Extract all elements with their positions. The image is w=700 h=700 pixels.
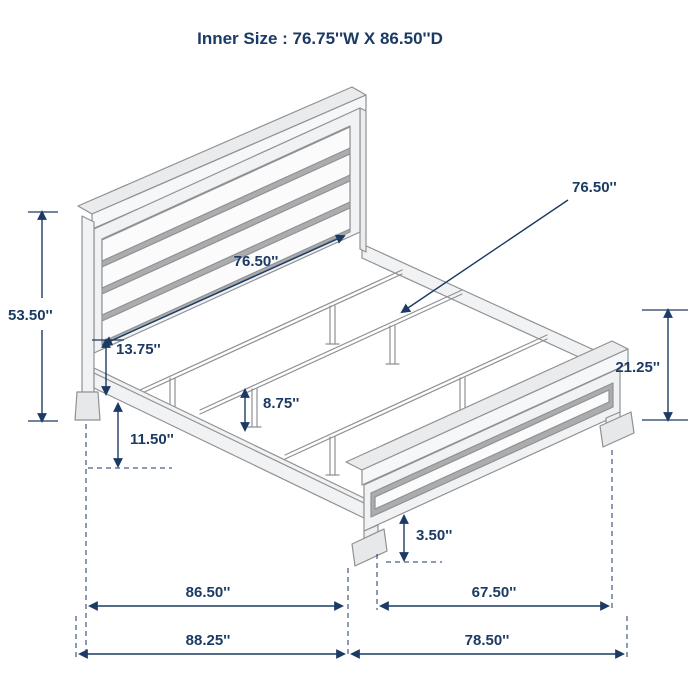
dim-overall-width: 78.50'': [350, 632, 625, 659]
dim-support-leg-height: 8.75'': [240, 388, 299, 432]
dim-label-footboard-foot-height: 3.50'': [416, 527, 452, 544]
far-side-rail: [361, 243, 617, 375]
dim-overall-depth: 88.25'': [78, 632, 346, 659]
dim-label-support-leg-height: 8.75'': [263, 395, 299, 412]
dim-headboard-inner-width: 76.50'': [102, 234, 346, 346]
dim-label-headboard-inner-width: 76.50'': [234, 253, 279, 270]
extension-lines: [75, 424, 628, 658]
dim-label-headboard-height: 53.50'': [8, 307, 53, 324]
dim-footboard-foot-height: 3.50'': [386, 514, 452, 563]
dim-label-headboard-rail-gap: 13.75'': [116, 341, 161, 358]
dim-footboard-section-width: 67.50'': [379, 584, 610, 611]
dim-headboard-rail-gap: 13.75'': [92, 338, 161, 396]
dim-label-inner-width-callout: 76.50'': [572, 179, 617, 196]
dim-inner-width-callout: 76.50'': [400, 179, 617, 314]
dim-label-footboard-section-width: 67.50'': [472, 584, 517, 601]
dim-label-inner-rail-length: 86.50'': [186, 584, 231, 601]
page-title: Inner Size : 76.75''W X 86.50''D: [197, 29, 443, 48]
dim-footboard-height: 21.25'': [615, 308, 688, 422]
dim-inner-rail-length: 86.50'': [88, 584, 344, 611]
dim-label-footboard-height: 21.25'': [615, 359, 660, 376]
footboard: [345, 340, 635, 567]
dim-label-overall-depth: 88.25'': [186, 632, 231, 649]
dim-label-overall-width: 78.50'': [465, 632, 510, 649]
dim-headboard-height: 53.50'': [8, 210, 58, 423]
dim-side-rail-height: 11.50'': [88, 402, 174, 469]
headboard: [74, 86, 367, 421]
dim-label-side-rail-height: 11.50'': [130, 431, 174, 448]
